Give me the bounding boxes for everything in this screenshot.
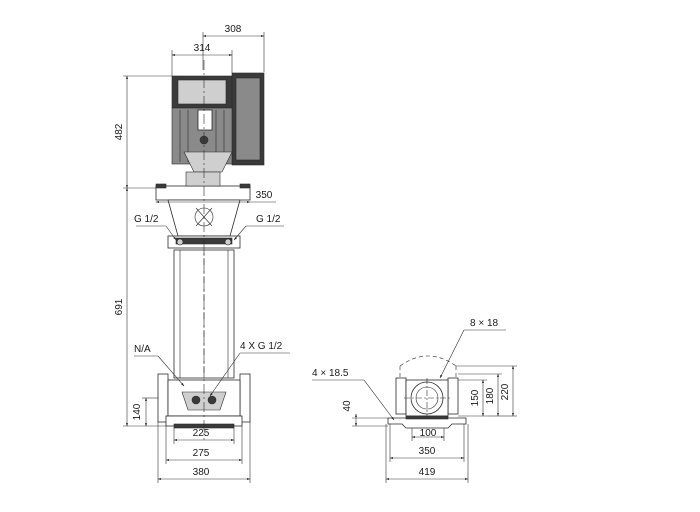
dim-419-label: 419 [419, 467, 436, 478]
holes-left-label: 4 × 18.5 [312, 368, 349, 379]
dim-140: 140 [132, 397, 158, 427]
dim-225: 225 [173, 428, 235, 444]
dim-350-base-label: 350 [419, 446, 436, 457]
dim-40-label: 40 [342, 400, 353, 412]
g-right-label: G 1/2 [256, 214, 281, 225]
callout-4xg: 4 X G 1/2 [209, 341, 290, 397]
callout-g-right: G 1/2 [233, 214, 284, 241]
dim-100: 100 [411, 428, 445, 441]
dim-308-label: 308 [225, 24, 242, 35]
dim-150-label: 150 [470, 389, 481, 406]
dim-308: 308 [202, 24, 265, 72]
dim-350-base: 350 [389, 424, 465, 462]
dim-220-label: 220 [500, 383, 511, 400]
dim-350-label: 350 [256, 190, 273, 201]
callout-g-left: G 1/2 [134, 214, 177, 241]
pump-base-view: 8 × 18 4 × 18.5 40 150 [312, 318, 517, 483]
dim-150: 150 [458, 379, 487, 417]
dim-482: 482 [114, 75, 172, 189]
dim-40: 40 [342, 400, 388, 427]
motor [171, 72, 265, 173]
dim-180-label: 180 [485, 387, 496, 404]
dim-100-label: 100 [420, 428, 437, 439]
dim-225-label: 225 [193, 428, 210, 439]
dim-220: 220 [456, 365, 517, 417]
dim-482-label: 482 [114, 123, 125, 140]
callout-4x18-5: 4 × 18.5 [312, 368, 395, 421]
dim-691-label: 691 [114, 298, 125, 315]
g-left-label: G 1/2 [134, 214, 159, 225]
callout-na: N/A [134, 344, 185, 387]
coupling-adapter [155, 171, 251, 237]
pump-side-view: 308 314 482 350 G 1/2 G 1/ [114, 24, 290, 483]
callout-8x18: 8 × 18 [439, 318, 506, 379]
holes-top-label: 8 × 18 [470, 318, 499, 329]
dim-350: 350 [155, 190, 276, 204]
dim-314: 314 [171, 43, 233, 76]
dim-380-label: 380 [193, 467, 210, 478]
dim-314-label: 314 [194, 43, 211, 54]
dim-275: 275 [165, 426, 243, 464]
dim-419: 419 [385, 424, 469, 483]
dim-275-label: 275 [193, 448, 210, 459]
dim-380: 380 [157, 422, 251, 483]
na-label: N/A [134, 344, 151, 355]
dim-691: 691 [114, 187, 166, 427]
dim-180: 180 [458, 373, 502, 417]
dim-140-label: 140 [132, 403, 143, 420]
pump-base [157, 373, 251, 429]
four-g-label: 4 X G 1/2 [240, 341, 283, 352]
